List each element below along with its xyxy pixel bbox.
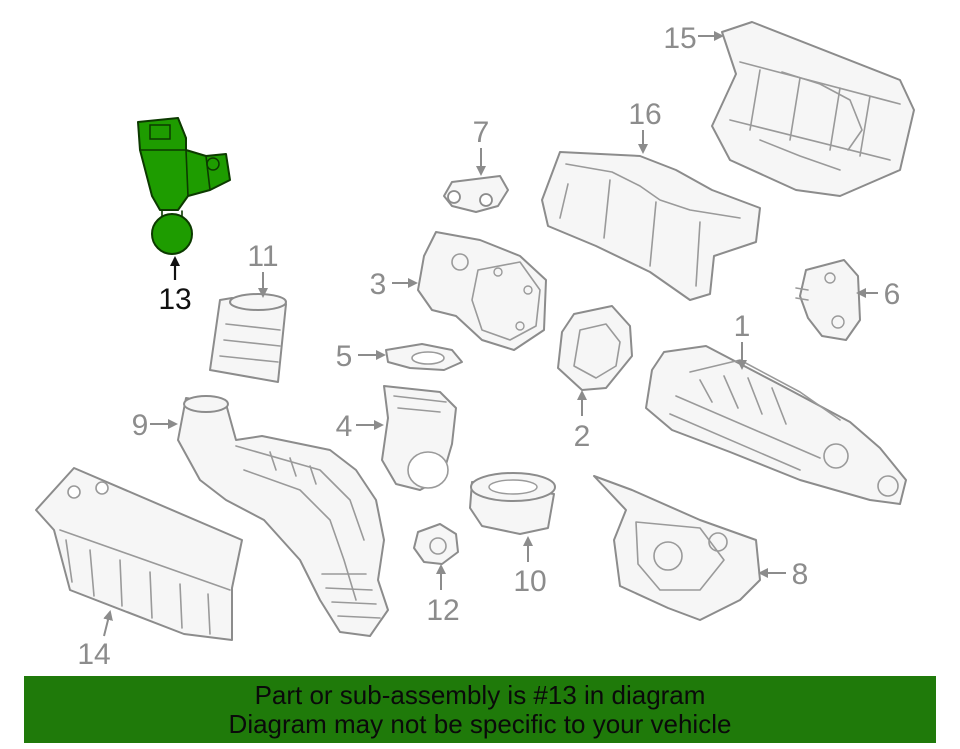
banner-line-2: Diagram may not be specific to your vehi…: [228, 708, 732, 739]
callout-7: 7: [473, 116, 490, 176]
part-6-bracket: [795, 259, 861, 341]
callout-16: 16: [628, 98, 662, 154]
svg-text:12: 12: [426, 594, 459, 627]
callout-14: 14: [77, 610, 113, 671]
part-14-cooler: [35, 467, 243, 641]
svg-text:8: 8: [792, 558, 809, 591]
svg-text:2: 2: [574, 420, 591, 453]
svg-text:13: 13: [158, 283, 191, 316]
svg-text:14: 14: [77, 638, 110, 671]
callout-13: 13: [158, 256, 192, 316]
callout-5: 5: [336, 340, 386, 373]
part-7-bracket: [443, 175, 509, 213]
svg-text:15: 15: [663, 22, 696, 55]
svg-text:3: 3: [370, 268, 387, 301]
part-13-sensor[interactable]: [137, 117, 231, 255]
part-1-supercharger: [645, 345, 907, 505]
svg-text:11: 11: [247, 240, 278, 273]
info-banner: Part or sub-assembly is #13 in diagram D…: [24, 676, 936, 743]
callout-15: 15: [663, 22, 724, 55]
svg-text:10: 10: [513, 565, 546, 598]
part-10-cylinder: [469, 472, 556, 535]
svg-text:9: 9: [132, 409, 149, 442]
callout-11: 11: [247, 240, 279, 298]
callout-10: 10: [513, 536, 547, 598]
callout-4: 4: [336, 410, 384, 443]
part-4-elbow: [381, 385, 457, 491]
callout-3: 3: [370, 268, 418, 301]
part-11-filter: [209, 293, 287, 383]
callout-9: 9: [132, 409, 178, 442]
svg-text:7: 7: [473, 116, 490, 149]
svg-text:1: 1: [734, 310, 751, 343]
svg-text:5: 5: [336, 340, 353, 373]
part-12-cap: [413, 523, 459, 565]
part-2-cover: [557, 305, 633, 391]
part-8-manifold: [593, 475, 761, 621]
callout-8: 8: [758, 558, 809, 591]
part-3-housing: [417, 231, 547, 351]
part-5-gasket: [385, 343, 463, 371]
callout-12: 12: [426, 564, 460, 627]
svg-text:4: 4: [336, 410, 353, 443]
callout-1: 1: [734, 310, 751, 370]
part-15-engine-cover: [711, 21, 915, 197]
svg-text:6: 6: [884, 278, 901, 311]
svg-text:16: 16: [628, 98, 661, 131]
banner-line-1: Part or sub-assembly is #13 in diagram: [254, 679, 706, 710]
callout-2: 2: [574, 390, 591, 453]
part-9-air-intake: [177, 395, 389, 637]
part-16-heat-shield: [541, 151, 761, 301]
callout-6: 6: [856, 278, 901, 311]
